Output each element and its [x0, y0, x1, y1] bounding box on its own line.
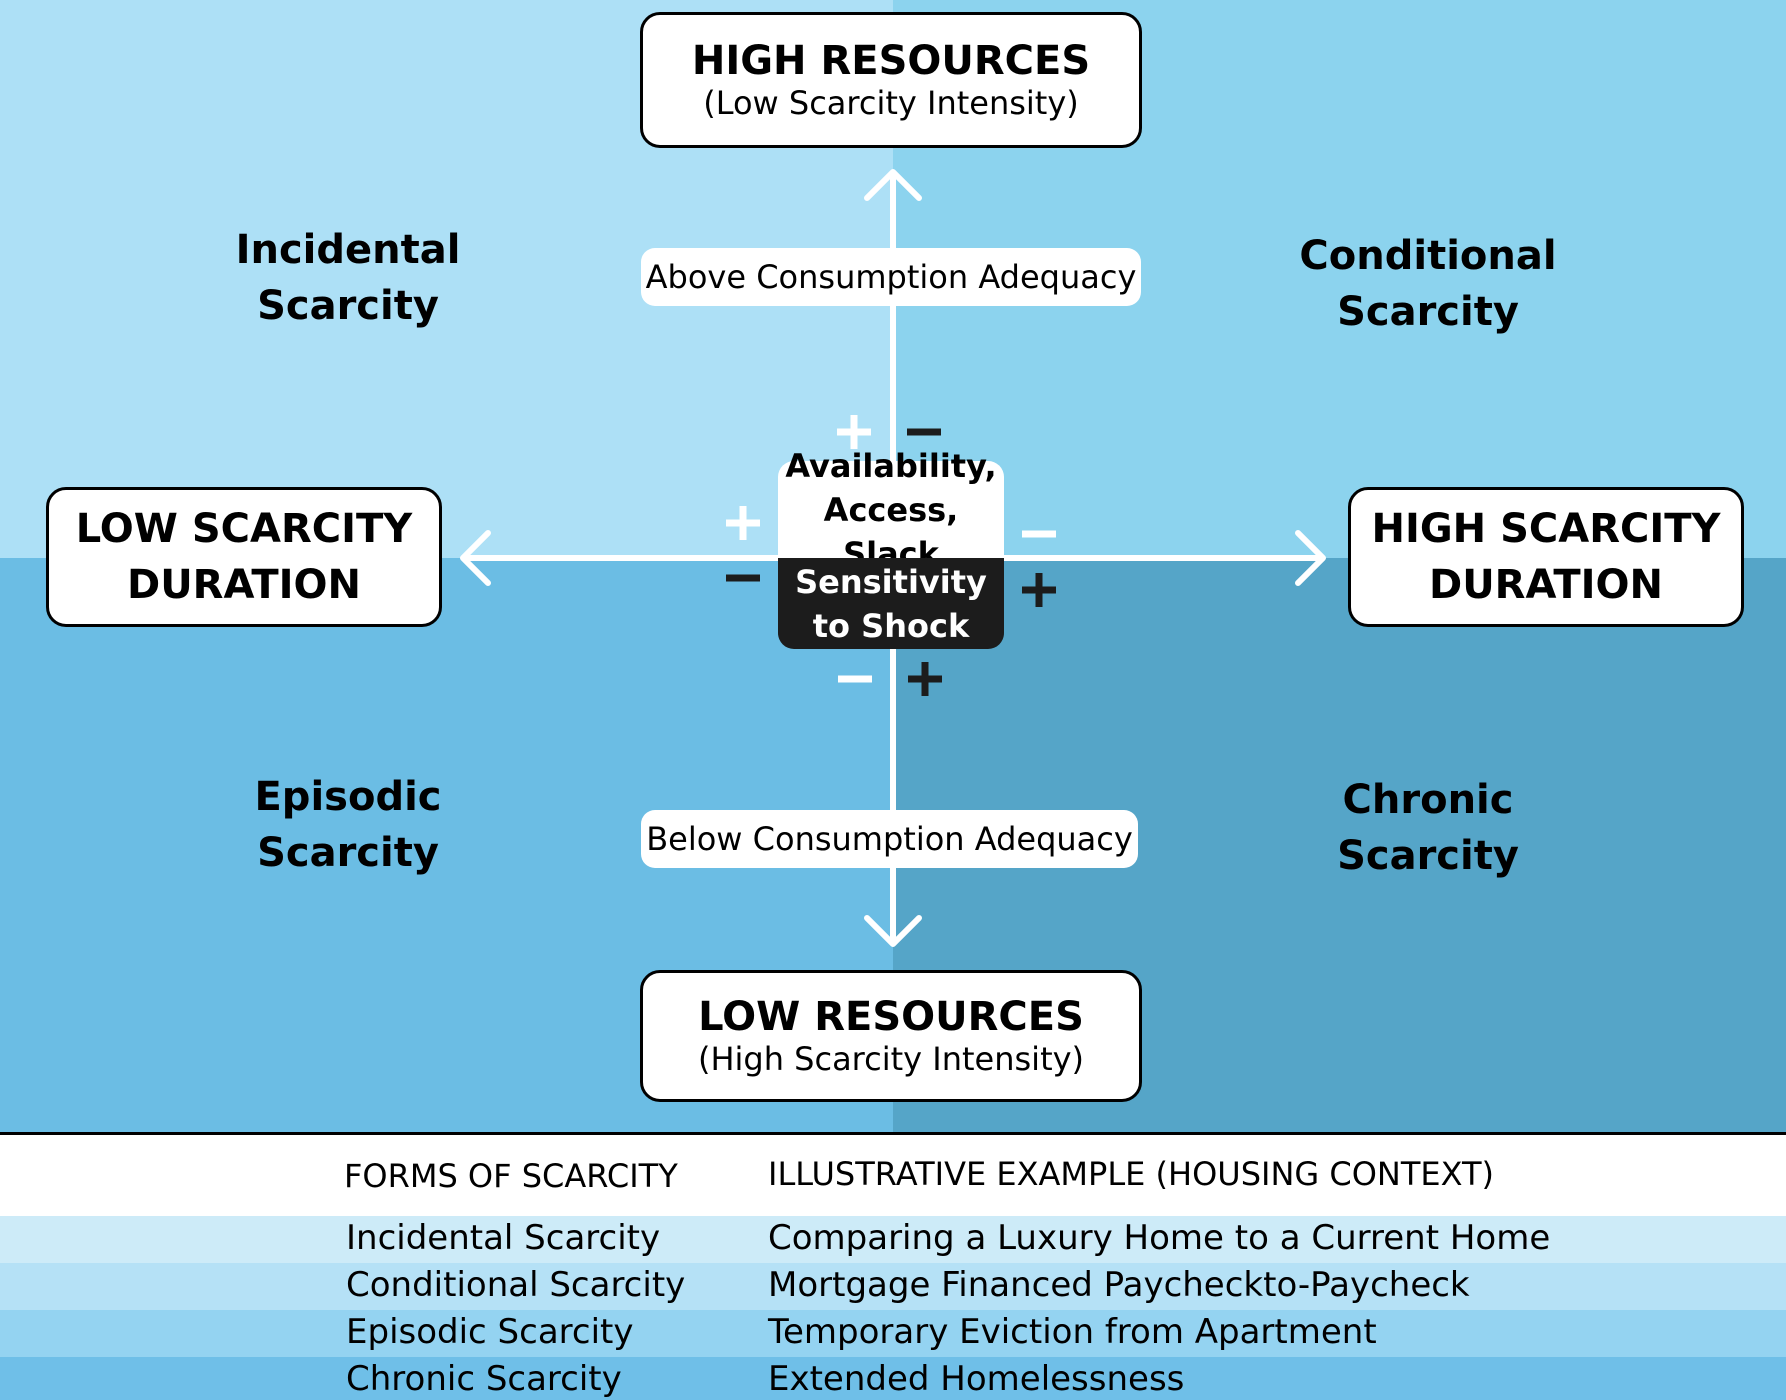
- form-cell: Chronic Scarcity: [346, 1359, 622, 1399]
- arrow-up-head: [864, 169, 922, 201]
- low-resources-box: LOW RESOURCES (High Scarcity Intensity): [640, 970, 1142, 1102]
- low-duration-line1: LOW SCARCITY: [75, 506, 413, 552]
- example-cell: Mortgage Financed Paycheckto-Paycheck: [768, 1265, 1470, 1305]
- high-resources-subtitle: (Low Scarcity Intensity): [703, 84, 1079, 122]
- arrow-left-head: [460, 530, 491, 586]
- plus-sign-left-upper: [726, 506, 760, 540]
- table-row: Conditional Scarcity Mortgage Financed P…: [0, 1263, 1786, 1310]
- high-scarcity-duration-box: HIGH SCARCITY DURATION: [1348, 487, 1744, 627]
- incidental-scarcity-label: Incidental Scarcity: [188, 222, 508, 334]
- sensitivity-line2: to Shock: [812, 606, 970, 645]
- episodic-scarcity-label: Episodic Scarcity: [188, 769, 508, 881]
- episodic-line1: Episodic: [254, 774, 442, 820]
- plus-sign-bottom-right: [908, 662, 942, 696]
- chronic-scarcity-label: Chronic Scarcity: [1268, 772, 1588, 884]
- above-consumption-adequacy-label: Above Consumption Adequacy: [641, 248, 1141, 306]
- conditional-scarcity-label: Conditional Scarcity: [1268, 228, 1588, 340]
- example-cell: Extended Homelessness: [768, 1359, 1185, 1399]
- high-resources-box: HIGH RESOURCES (Low Scarcity Intensity): [640, 12, 1142, 148]
- high-resources-title: HIGH RESOURCES: [691, 38, 1091, 84]
- forms-of-scarcity-header: FORMS OF SCARCITY: [344, 1157, 678, 1195]
- low-scarcity-duration-box: LOW SCARCITY DURATION: [46, 487, 442, 627]
- availability-access-slack-box: Availability, Access, Slack: [778, 447, 1004, 573]
- form-cell: Incidental Scarcity: [346, 1218, 661, 1258]
- form-cell: Conditional Scarcity: [346, 1265, 686, 1305]
- sensitivity-to-shock-box: Sensitivity to Shock: [778, 558, 1004, 649]
- incidental-line2: Scarcity: [257, 283, 439, 329]
- table-row: Episodic Scarcity Temporary Eviction fro…: [0, 1310, 1786, 1357]
- plus-sign-right-lower: [1022, 573, 1056, 607]
- low-resources-subtitle: (High Scarcity Intensity): [697, 1040, 1085, 1078]
- availability-line1: Availability,: [785, 446, 997, 485]
- high-duration-line1: HIGH SCARCITY: [1371, 506, 1721, 552]
- chronic-line1: Chronic: [1342, 777, 1514, 823]
- incidental-line1: Incidental: [235, 227, 461, 273]
- low-duration-line2: DURATION: [127, 562, 361, 608]
- table-divider: [0, 1132, 1786, 1135]
- below-consumption-adequacy-label: Below Consumption Adequacy: [641, 810, 1138, 868]
- sensitivity-line1: Sensitivity: [795, 562, 987, 601]
- low-resources-title: LOW RESOURCES: [698, 994, 1084, 1040]
- conditional-line2: Scarcity: [1337, 289, 1519, 335]
- plus-sign-top-left: [837, 415, 871, 449]
- arrow-right-head: [1295, 530, 1326, 586]
- episodic-line2: Scarcity: [257, 830, 439, 876]
- chronic-line2: Scarcity: [1337, 833, 1519, 879]
- form-cell: Episodic Scarcity: [346, 1312, 634, 1352]
- arrow-down-head: [864, 915, 922, 947]
- example-cell: Comparing a Luxury Home to a Current Hom…: [768, 1218, 1551, 1258]
- table-row: Incidental Scarcity Comparing a Luxury H…: [0, 1216, 1786, 1263]
- conditional-line1: Conditional: [1299, 233, 1557, 279]
- table-row: Chronic Scarcity Extended Homelessness: [0, 1357, 1786, 1400]
- high-duration-line2: DURATION: [1429, 562, 1663, 608]
- example-cell: Temporary Eviction from Apartment: [768, 1312, 1377, 1352]
- illustrative-example-header: ILLUSTRATIVE EXAMPLE (HOUSING CONTEXT): [768, 1155, 1494, 1193]
